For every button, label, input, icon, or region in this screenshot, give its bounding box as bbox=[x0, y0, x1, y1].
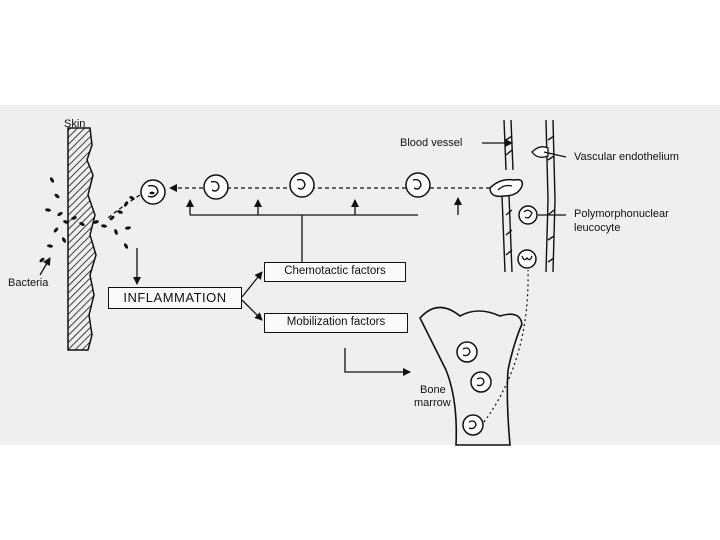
blood-vessel bbox=[501, 119, 556, 273]
chemotactic-arrows bbox=[186, 197, 462, 262]
migrating-leucocyte bbox=[203, 174, 229, 200]
mobilization-to-marrow-arrow bbox=[344, 348, 411, 376]
marrow-to-vessel-path bbox=[483, 269, 529, 423]
bacteria-label: Bacteria bbox=[8, 277, 49, 289]
marrow-leucocyte bbox=[470, 371, 492, 393]
pmn-label-line2: leucocyte bbox=[574, 222, 621, 234]
bacteria-pointer bbox=[39, 257, 51, 276]
bone-marrow-label-line2: marrow bbox=[414, 397, 451, 409]
inflammation-to-mobilization-arrow bbox=[241, 299, 263, 321]
migrating-leucocyte bbox=[405, 172, 431, 198]
phagocytosing-leucocyte bbox=[140, 179, 166, 205]
pmn-label-line1: Polymorphonuclear bbox=[574, 208, 669, 220]
vessel-leucocyte bbox=[517, 249, 537, 269]
marrow-leucocyte bbox=[456, 341, 478, 363]
bone-marrow-label-line1: Bone bbox=[420, 384, 446, 396]
vascular-endothelium-label: Vascular endothelium bbox=[574, 151, 679, 163]
skin-layer bbox=[67, 127, 97, 351]
skin-label: Skin bbox=[64, 118, 86, 130]
marrow-leucocyte bbox=[462, 414, 484, 436]
migrating-leucocyte bbox=[289, 172, 315, 198]
endothelial-cell bbox=[531, 146, 549, 158]
blood-vessel-label: Blood vessel bbox=[400, 137, 463, 149]
inflammation-box: INFLAMMATION bbox=[108, 287, 242, 309]
inflammation-to-chemotactic-arrow bbox=[241, 271, 263, 298]
chemotactic-factors-box: Chemotactic factors bbox=[264, 262, 406, 282]
vessel-leucocyte bbox=[518, 205, 538, 225]
migrating-leucocyte bbox=[489, 178, 524, 198]
bone-outline bbox=[419, 306, 523, 446]
mobilization-factors-box: Mobilization factors bbox=[264, 313, 408, 333]
bacteria-cluster bbox=[39, 177, 135, 263]
endothelium-pointer bbox=[543, 151, 567, 158]
